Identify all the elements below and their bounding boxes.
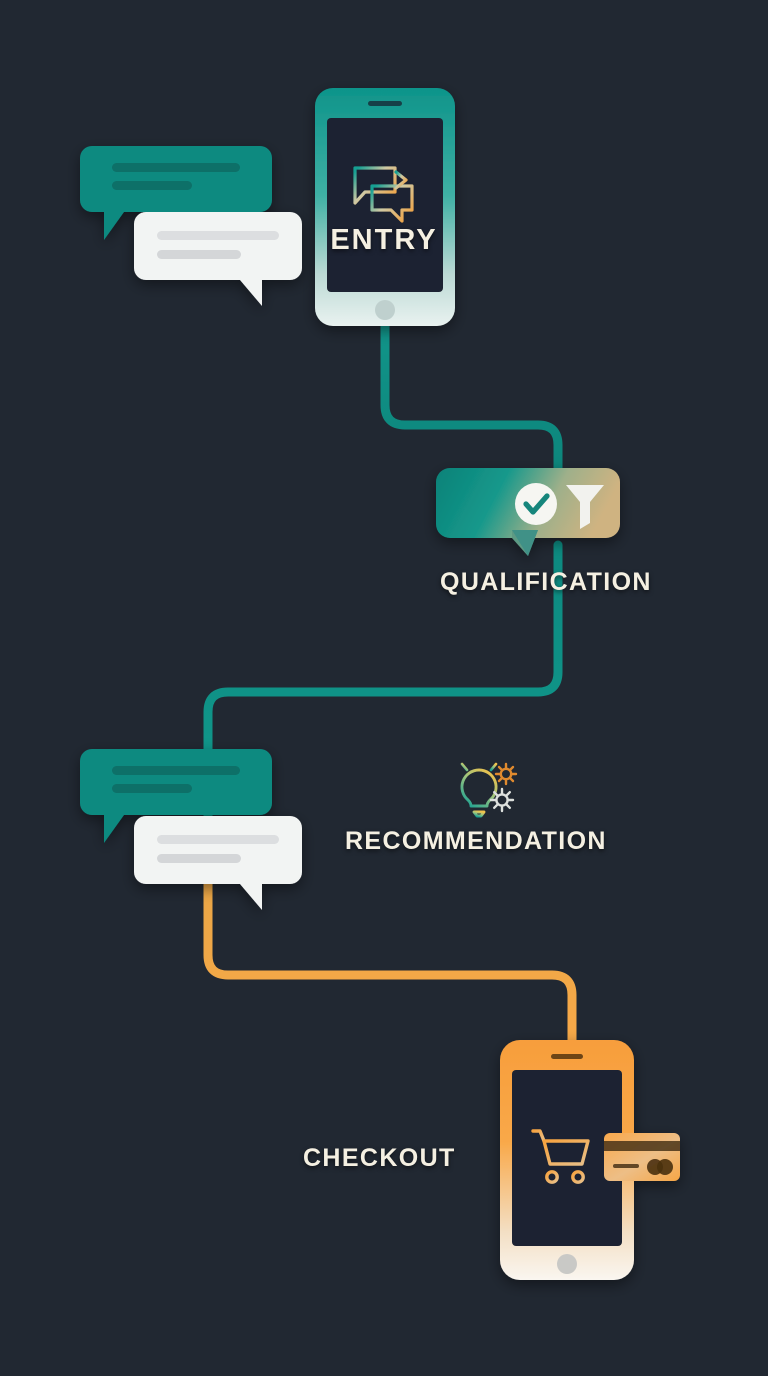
- recommendation-chat-bubble-white: [134, 816, 302, 910]
- bubble-text-line: [157, 835, 279, 844]
- chat-bubbles-arrow-icon: [353, 166, 414, 223]
- checkout-smartphone: [500, 1040, 680, 1280]
- lightbulb-icon: [460, 768, 498, 818]
- connector-entry-to-qualification: [380, 315, 563, 510]
- funnel-icon: [566, 485, 604, 529]
- bubble-text-line: [157, 854, 241, 863]
- connector-qualification-to-recommendation: [203, 540, 563, 835]
- entry-chat-bubble-white: [134, 212, 302, 306]
- credit-card-icon: [604, 1133, 680, 1181]
- step-label-qualification: QUALIFICATION: [440, 568, 652, 596]
- phone-speaker-slot: [551, 1054, 583, 1059]
- bubble-text-line: [112, 784, 192, 793]
- phone-home-button: [375, 300, 395, 320]
- entry-chat-bubble-pair: [80, 146, 302, 306]
- gear-icon: [494, 762, 518, 786]
- step-label-recommendation: RECOMMENDATION: [345, 827, 607, 855]
- lightbulb-gears-icon: [451, 755, 518, 818]
- phone-home-button: [557, 1254, 577, 1274]
- entry-smartphone: [315, 88, 455, 326]
- bubble-text-line: [112, 163, 240, 172]
- phone-speaker-slot: [368, 101, 402, 106]
- connector-recommendation-to-checkout: [203, 825, 577, 1065]
- lightbulb-rays-icon: [451, 755, 498, 784]
- qualification-badge: [436, 468, 620, 556]
- shopping-cart-icon: [531, 1129, 590, 1184]
- recommendation-chat-bubble-pair: [80, 749, 302, 910]
- bubble-text-line: [157, 231, 279, 240]
- bubble-text-line: [157, 250, 241, 259]
- step-label-entry: ENTRY: [330, 224, 438, 256]
- bubble-text-line: [112, 181, 192, 190]
- entry-chat-bubble-teal: [80, 146, 272, 240]
- gear-icon: [489, 787, 515, 813]
- check-circle-icon: [515, 483, 557, 525]
- card-number-line: [613, 1164, 639, 1168]
- step-label-checkout: CHECKOUT: [303, 1144, 456, 1172]
- card-magnetic-stripe: [604, 1141, 680, 1151]
- recommendation-chat-bubble-teal: [80, 749, 272, 843]
- bubble-text-line: [112, 766, 240, 775]
